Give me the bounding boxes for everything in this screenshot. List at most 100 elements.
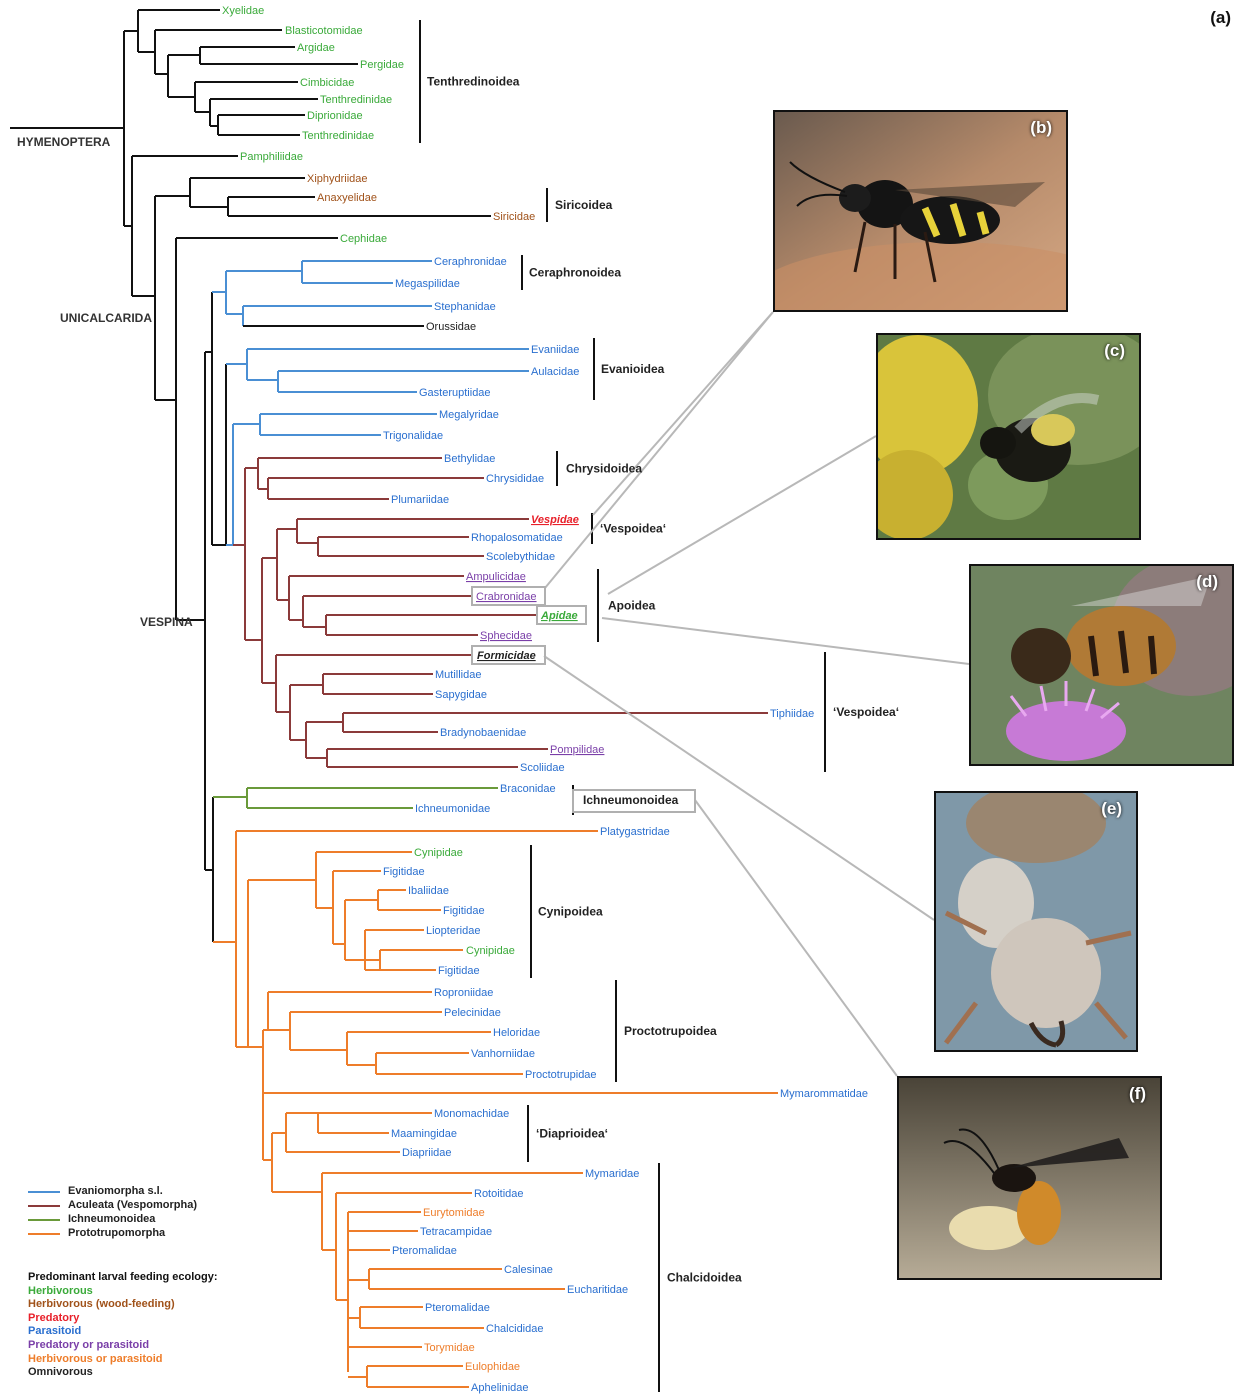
taxon-label-cimbicidae: Cimbicidae [300,77,354,89]
legend-item-prototrupomorpha: Prototrupomorpha [28,1227,218,1241]
ant-photo: (e) [934,791,1138,1052]
taxon-label-platygastridae: Platygastridae [600,826,670,838]
taxon-label-cynipoidea: Cynipoidea [538,905,603,919]
taxon-label-vanhorniidae: Vanhorniidae [471,1048,535,1060]
honeybee-photo: (d) [969,564,1234,766]
taxon-label-ceraphronoidea: Ceraphronoidea [529,266,621,280]
taxon-label-evaniidae: Evaniidae [531,344,579,356]
taxon-label-mutillidae: Mutillidae [435,669,481,681]
taxon-label-pteromalidae-1: Pteromalidae [392,1245,457,1257]
taxon-label-evanioidea: Evanioidea [601,362,665,376]
taxon-label-cynipidae-1: Cynipidae [414,847,463,859]
taxon-label-scoliidae: Scoliidae [520,762,565,774]
taxon-label-figitidae-2: Figitidae [443,905,485,917]
photo-connector-line [608,436,876,594]
taxon-label-xyelidae: Xyelidae [222,5,264,17]
taxon-label-figitidae-1: Figitidae [383,866,425,878]
taxon-label-roproniidae: Roproniidae [434,987,493,999]
taxon-label-rhopalosomatidae: Rhopalosomatidae [471,532,563,544]
taxon-label-eulophidae: Eulophidae [465,1361,520,1373]
panel-label-a: (a) [1210,8,1231,28]
taxon-label-ibaliidae: Ibaliidae [408,885,449,897]
taxon-label-pelecinidae: Pelecinidae [444,1007,501,1019]
taxon-label-mymarommatidae: Mymarommatidae [780,1088,868,1100]
taxon-label-proctotrupoidea: Proctotrupoidea [624,1024,717,1038]
taxon-label-megalyridae: Megalyridae [439,409,499,421]
legend-label: Ichneumonoidea [68,1213,155,1227]
taxon-label-pteromalidae-2: Pteromalidae [425,1302,490,1314]
photo-label-e: (e) [1101,799,1122,819]
taxon-label-siricoidea: Siricoidea [555,198,613,212]
legend-item-ichneumonoidea: Ichneumonoidea [28,1213,218,1227]
taxon-label-sphecidae: Sphecidae [480,630,532,642]
taxon-label-cynipidae-2: Cynipidae [466,945,515,957]
taxon-label-pamphiliidae: Pamphiliidae [240,151,303,163]
taxon-label-siricidae: Siricidae [493,211,535,223]
taxon-label-tenthredinidae-2: Tenthredinidae [302,130,374,142]
legend-ecology-herbivorous: Herbivorous [28,1285,218,1299]
photo-label-f: (f) [1129,1084,1146,1104]
taxon-label-eucharitidae: Eucharitidae [567,1284,628,1296]
taxon-label-eurytomidae: Eurytomidae [423,1207,485,1219]
taxon-label-anaxyelidae: Anaxyelidae [317,192,377,204]
taxon-label-calesinae: Calesinae [504,1264,553,1276]
taxon-label-crabronidae: Crabronidae [476,591,537,603]
taxon-label-rotoitidae: Rotoitidae [474,1188,524,1200]
wasp-photo: (b) [773,110,1068,312]
bumblebee-photo: (c) [876,333,1141,540]
taxon-label-tetracampidae: Tetracampidae [420,1226,492,1238]
taxon-label-figitidae-3: Figitidae [438,965,480,977]
taxon-label-megaspilidae: Megaspilidae [395,278,460,290]
photo-label-b: (b) [1030,118,1052,138]
legend-swatch [28,1205,60,1207]
taxon-label-trigonalidae: Trigonalidae [383,430,443,442]
taxon-label-tenthredinoidea: Tenthredinoidea [427,75,520,89]
taxon-label-vespoidea-2: ‘Vespoidea‘ [833,705,899,719]
taxon-label-ichneumonoidea: Ichneumonoidea [583,793,679,807]
taxon-label-chalcidoidea: Chalcidoidea [667,1271,742,1285]
parasitoid-wasp-photo: (f) [897,1076,1162,1280]
taxon-label-ichneumonidae: Ichneumonidae [415,803,490,815]
taxon-label-tiphiidae: Tiphiidae [770,708,814,720]
legend: Evaniomorpha s.l. Aculeata (Vespomorpha)… [28,1185,218,1380]
taxon-label-stephanidae: Stephanidae [434,301,496,313]
taxon-label-monomachidae: Monomachidae [434,1108,509,1120]
legend-ecology-omnivorous: Omnivorous [28,1366,218,1380]
taxon-label-ampulicidae: Ampulicidae [466,571,526,583]
legend-label: Prototrupomorpha [68,1227,165,1241]
legend-label: Aculeata (Vespomorpha) [68,1199,197,1213]
photo-connector-line [544,656,934,920]
taxon-label-plumariidae: Plumariidae [391,494,449,506]
taxon-label-formicidae: Formicidae [477,650,536,662]
taxon-label-scolebythidae: Scolebythidae [486,551,555,563]
legend-swatch [28,1233,60,1235]
taxon-label-blasticotomidae: Blasticotomidae [285,25,363,37]
taxon-label-pompilidae: Pompilidae [550,744,604,756]
taxon-label-tenthredinidae-1: Tenthredinidae [320,94,392,106]
taxon-label-chrysidoidea: Chrysidoidea [566,462,642,476]
taxon-label-apoidea: Apoidea [608,599,656,613]
taxon-label-bradynobaenidae: Bradynobaenidae [440,727,526,739]
taxon-label-argidae: Argidae [297,42,335,54]
photo-label-d: (d) [1196,572,1218,592]
legend-swatch [28,1191,60,1193]
taxon-label-diaprioidea: ‘Diaprioidea‘ [536,1127,608,1141]
taxon-label-bethylidae: Bethylidae [444,453,495,465]
taxon-label-gasteruptiidae: Gasteruptiidae [419,387,491,399]
legend-ecology-parasitoid: Parasitoid [28,1325,218,1339]
legend-ecology-predatory: Predatory [28,1312,218,1326]
taxon-label-chrysididae: Chrysididae [486,473,544,485]
taxon-label-vespidae: Vespidae [531,514,579,526]
taxon-label-ceraphronidae: Ceraphronidae [434,256,507,268]
taxon-label-vespoidea-1: ‘Vespoidea‘ [600,522,666,536]
taxon-label-braconidae: Braconidae [500,783,556,795]
taxon-label-sapygidae: Sapygidae [435,689,487,701]
taxon-label-cephidae: Cephidae [340,233,387,245]
taxon-label-apidae: Apidae [540,610,578,622]
taxon-label-orussidae: Orussidae [426,321,476,333]
clade-label-vespina: VESPINA [140,615,193,629]
photo-label-c: (c) [1104,341,1125,361]
legend-item-evaniomorpha: Evaniomorpha s.l. [28,1185,218,1199]
legend-swatch [28,1219,60,1221]
clade-label-unicalcarida: UNICALCARIDA [60,311,152,325]
